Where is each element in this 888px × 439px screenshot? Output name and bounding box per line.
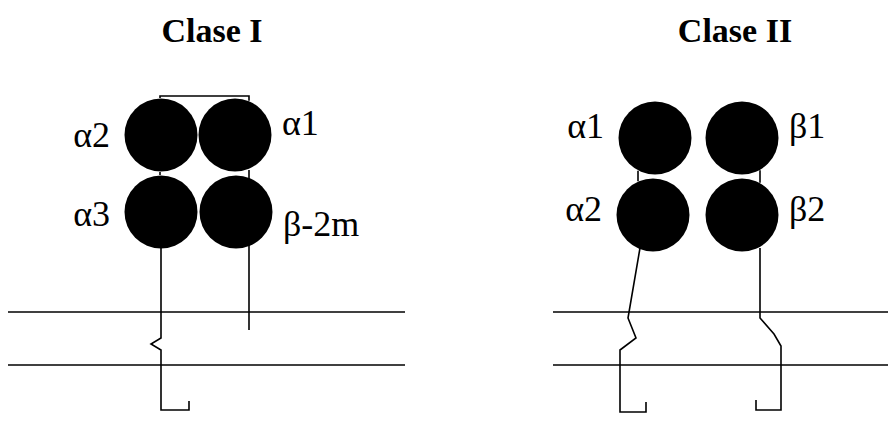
- circle-shape: [705, 178, 779, 252]
- circle-shape: [124, 98, 198, 172]
- domain-fill: [617, 179, 690, 252]
- domain-fill: [619, 102, 692, 175]
- chain-link: [637, 171, 639, 181]
- domain-circle: β1: [705, 101, 779, 175]
- domain-circle: α1: [198, 98, 272, 172]
- domain-label: α2: [73, 117, 110, 153]
- circle-shape: [198, 98, 272, 172]
- chain-link: [759, 170, 761, 182]
- circle-shape: [199, 175, 273, 249]
- chain-link: [159, 172, 161, 175]
- membrane-line: [553, 311, 888, 313]
- domain-label: α1: [567, 108, 604, 144]
- domain-circle: α2: [616, 178, 690, 252]
- circle-shape: [616, 178, 690, 252]
- domain-fill: [706, 102, 779, 175]
- domain-label: β-2m: [283, 206, 359, 242]
- domain-label: α1: [282, 105, 319, 141]
- domain-fill: [199, 99, 272, 172]
- class-heading: Clase II: [678, 14, 792, 48]
- domain-fill: [125, 176, 198, 249]
- circle-shape: [618, 101, 692, 175]
- alpha-chain-tail: [620, 248, 646, 412]
- circle-shape: [124, 175, 198, 249]
- domain-label: α3: [73, 196, 110, 232]
- domain-circle: β-2m: [199, 175, 273, 249]
- domain-label: β1: [789, 108, 825, 144]
- domain-circle: α3: [124, 175, 198, 249]
- domain-circle: α2: [124, 98, 198, 172]
- domain-label: β2: [789, 191, 825, 227]
- domain-circle: β2: [705, 178, 779, 252]
- domain-fill: [125, 99, 198, 172]
- domain-label: α2: [565, 191, 602, 227]
- membrane-line: [553, 364, 888, 366]
- circle-shape: [705, 101, 779, 175]
- domain-fill: [200, 176, 273, 249]
- alpha-chain-tail: [151, 245, 189, 410]
- class-heading: Clase I: [161, 14, 262, 48]
- membrane-line: [8, 364, 405, 366]
- domain-fill: [706, 179, 779, 252]
- beta-chain-tail: [756, 248, 781, 410]
- domain-circle: α1: [618, 101, 692, 175]
- membrane-line: [8, 311, 405, 313]
